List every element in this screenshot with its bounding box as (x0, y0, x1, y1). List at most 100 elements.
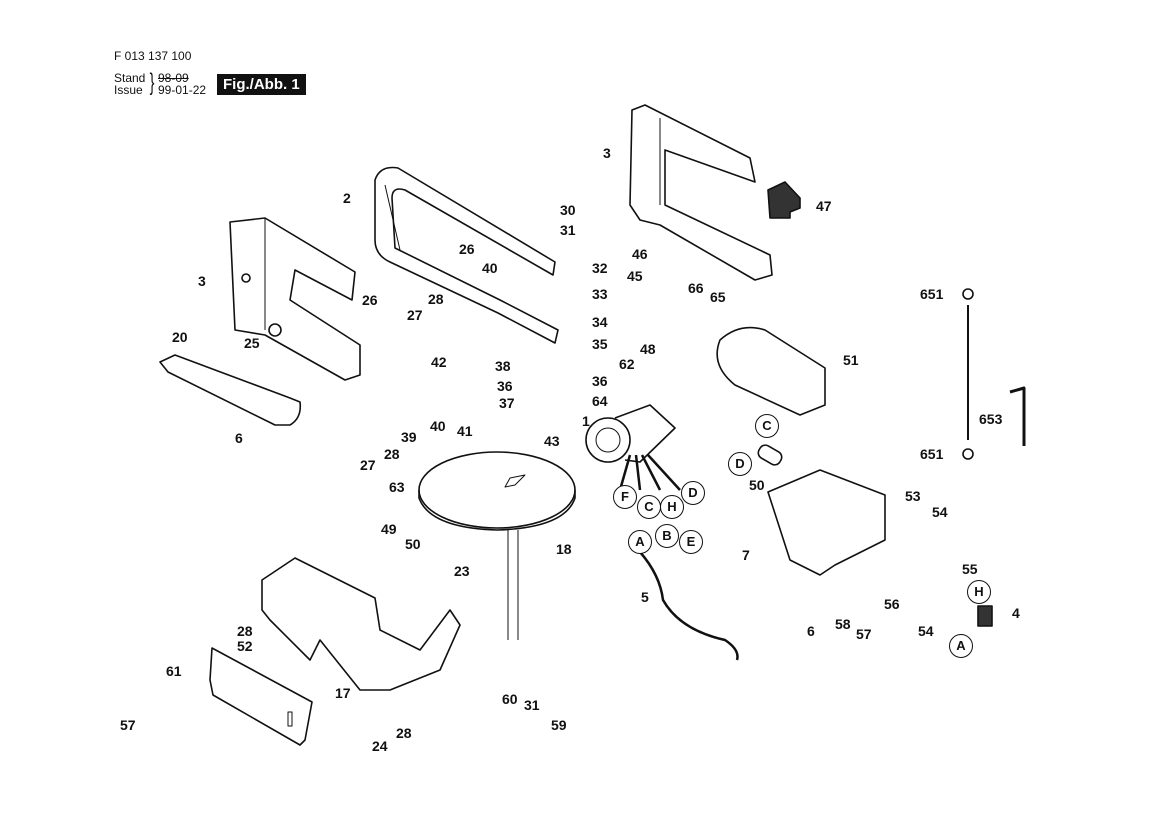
wire-marker-h-switch: H (967, 580, 991, 604)
callout-56: 56 (884, 596, 900, 612)
callout-57-right: 57 (856, 626, 872, 642)
callout-36-right: 36 (592, 373, 608, 389)
date-brace: } (149, 69, 155, 96)
callout-65: 65 (710, 289, 726, 305)
callout-66: 66 (688, 280, 704, 296)
callout-31-lower: 31 (524, 697, 540, 713)
power-cord-part (639, 551, 739, 661)
callout-43: 43 (544, 433, 560, 449)
callout-36-left: 36 (497, 378, 513, 394)
guard-plate-part (209, 647, 313, 746)
callout-40-lower: 40 (430, 418, 446, 434)
base-part (261, 557, 461, 691)
document-number: F 013 137 100 (114, 49, 192, 63)
callout-24: 24 (372, 738, 388, 754)
upper-arm-part (374, 166, 559, 344)
callout-28-middle: 28 (384, 446, 400, 462)
callout-35: 35 (592, 336, 608, 352)
callout-52: 52 (237, 638, 253, 654)
callout-5: 5 (641, 589, 649, 605)
right-housing-part (629, 104, 773, 281)
callout-4: 4 (1012, 605, 1020, 621)
wire-marker-b-cord: B (655, 524, 679, 548)
callout-48: 48 (640, 341, 656, 357)
callout-28-upper: 28 (428, 291, 444, 307)
stand-date: 98-09 (158, 71, 189, 85)
callout-651-lower: 651 (920, 446, 944, 462)
callout-42: 42 (431, 354, 447, 370)
callout-38: 38 (495, 358, 511, 374)
callout-60: 60 (502, 691, 518, 707)
callout-37: 37 (499, 395, 515, 411)
issue-label: Issue (114, 83, 143, 97)
callout-1: 1 (582, 413, 590, 429)
callout-30: 30 (560, 202, 576, 218)
callout-47: 47 (816, 198, 832, 214)
callout-58: 58 (835, 616, 851, 632)
wire-marker-f: F (613, 485, 637, 509)
callout-53: 53 (905, 488, 921, 504)
callout-51: 51 (843, 352, 859, 368)
callout-45: 45 (627, 268, 643, 284)
callout-31-upper: 31 (560, 222, 576, 238)
wire-marker-h-motor: H (660, 495, 684, 519)
hex-key-part (1009, 386, 1026, 446)
callout-28-bottom: 28 (396, 725, 412, 741)
wire-marker-d-capacitor: D (728, 452, 752, 476)
callout-63: 63 (389, 479, 405, 495)
callout-6-left: 6 (235, 430, 243, 446)
wire-marker-c-capacitor: C (755, 414, 779, 438)
callout-33: 33 (592, 286, 608, 302)
callout-39: 39 (401, 429, 417, 445)
callout-23: 23 (454, 563, 470, 579)
callout-651-upper: 651 (920, 286, 944, 302)
callout-3-right: 3 (603, 145, 611, 161)
callout-32: 32 (592, 260, 608, 276)
callout-64: 64 (592, 393, 608, 409)
callout-7: 7 (742, 547, 750, 563)
table-part (418, 451, 576, 640)
callout-17: 17 (335, 685, 351, 701)
capacitor-part (757, 444, 783, 466)
motor-cover-part (716, 326, 826, 416)
left-housing-part (229, 217, 361, 381)
wire-marker-a-switch: A (949, 634, 973, 658)
callout-54-upper: 54 (932, 504, 948, 520)
callout-46: 46 (632, 246, 648, 262)
lower-cover-part (159, 354, 302, 426)
callout-55: 55 (962, 561, 978, 577)
callout-28-base: 28 (237, 623, 253, 639)
issue-date: 99-01-22 (158, 83, 207, 97)
callout-27-lower: 27 (360, 457, 376, 473)
callout-57-left: 57 (120, 717, 136, 733)
callout-26-arm: 26 (459, 241, 475, 257)
callout-27-upper: 27 (407, 307, 423, 323)
figure-badge: Fig./Abb. 1 (217, 74, 306, 95)
callout-653: 653 (979, 411, 1003, 427)
wire-marker-c-motor: C (637, 495, 661, 519)
wire-marker-e-cord: E (679, 530, 703, 554)
callout-2: 2 (343, 190, 351, 206)
callout-26-left: 26 (362, 292, 378, 308)
callout-59: 59 (551, 717, 567, 733)
callout-50-base: 50 (405, 536, 421, 552)
wire-marker-d-motor: D (681, 481, 705, 505)
wire-marker-a-cord: A (628, 530, 652, 554)
callout-20: 20 (172, 329, 188, 345)
rod-part (962, 288, 974, 460)
callout-50-capacitor: 50 (749, 477, 765, 493)
switch-cover-part (767, 181, 801, 219)
callout-49: 49 (381, 521, 397, 537)
callout-18: 18 (556, 541, 572, 557)
switch-part (977, 605, 993, 627)
callout-34: 34 (592, 314, 608, 330)
callout-6-right: 6 (807, 623, 815, 639)
callout-25: 25 (244, 335, 260, 351)
callout-61: 61 (166, 663, 182, 679)
callout-54-lower: 54 (918, 623, 934, 639)
callout-3-left: 3 (198, 273, 206, 289)
callout-62: 62 (619, 356, 635, 372)
switch-bracket-part (767, 469, 886, 576)
callout-41: 41 (457, 423, 473, 439)
